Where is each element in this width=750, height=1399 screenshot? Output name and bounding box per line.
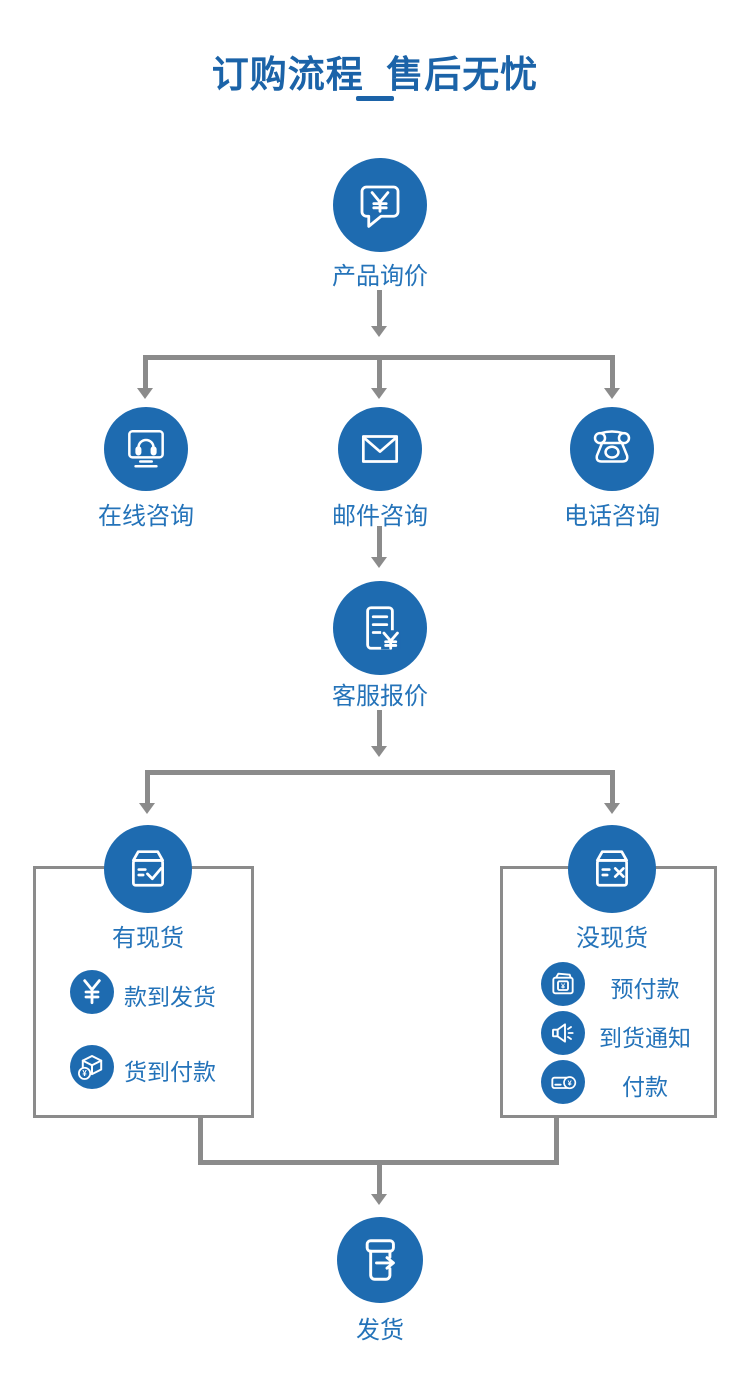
list-item-icon-circle: ¥ (541, 1060, 585, 1104)
node-label-in-stock: 有现货 (112, 925, 184, 952)
node-label-online-consult: 在线咨询 (98, 503, 194, 530)
connector-line (143, 355, 615, 360)
list-item-icon-circle (70, 970, 114, 1014)
node-phone-consult (570, 407, 654, 491)
online-support-icon (128, 430, 164, 468)
connector-line (377, 360, 382, 388)
quote-document-icon (366, 606, 401, 650)
node-label-service-quote: 客服报价 (332, 683, 428, 710)
list-item-label: 付款 (622, 1074, 668, 1100)
connector-line (377, 710, 382, 746)
connector-line (610, 770, 615, 803)
card-yen-icon: ¥ (551, 1076, 577, 1090)
arrow-down-icon (137, 388, 153, 399)
connector-line (145, 770, 150, 803)
list-item-icon-circle: ¥ (70, 1045, 114, 1089)
list-item-label: 货到付款 (124, 1059, 216, 1085)
svg-text:¥: ¥ (561, 981, 566, 990)
loudspeaker-icon (552, 1023, 574, 1043)
node-label-product-inquiry: 产品询价 (332, 263, 428, 290)
package-yen-icon: ¥ (78, 1055, 103, 1080)
svg-text:¥: ¥ (82, 1069, 87, 1078)
arrow-down-icon (371, 746, 387, 757)
node-ship (337, 1217, 423, 1303)
page-title: 订购流程 售后无忧 (211, 54, 539, 95)
connector-line (554, 1118, 559, 1165)
list-item-label: 到货通知 (599, 1025, 691, 1051)
arrow-down-icon (371, 388, 387, 399)
node-service-quote (333, 581, 427, 675)
connector-line (145, 770, 615, 775)
wallet-yen-icon: ¥ (552, 972, 574, 995)
node-out-of-stock (568, 825, 656, 913)
list-item-icon-circle (541, 1011, 585, 1055)
box-arrow-icon (365, 1239, 395, 1281)
node-label-out-of-stock: 没现货 (576, 925, 648, 952)
arrow-down-icon (371, 326, 387, 337)
telephone-icon (593, 430, 631, 463)
list-item-label: 预付款 (610, 976, 680, 1002)
box-cross-icon (596, 850, 628, 887)
connector-line (377, 526, 382, 557)
arrow-down-icon (371, 557, 387, 568)
connector-line (377, 290, 382, 326)
email-icon (361, 435, 399, 463)
chat-yen-icon (360, 185, 400, 228)
svg-text:¥: ¥ (568, 1078, 573, 1087)
connector-line (198, 1118, 203, 1165)
arrow-down-icon (371, 1194, 387, 1205)
connector-line (377, 1160, 382, 1194)
node-online-consult (104, 407, 188, 491)
yen-icon (83, 979, 101, 1005)
list-item-label: 款到发货 (124, 984, 216, 1010)
node-in-stock (104, 825, 192, 913)
node-label-ship: 发货 (356, 1317, 404, 1344)
arrow-down-icon (604, 803, 620, 814)
connector-line (143, 355, 148, 388)
arrow-down-icon (604, 388, 620, 399)
node-label-email-consult: 邮件咨询 (332, 503, 428, 530)
box-check-icon (132, 850, 164, 887)
title-underline (356, 96, 394, 101)
arrow-down-icon (139, 803, 155, 814)
node-email-consult (338, 407, 422, 491)
connector-line (610, 355, 615, 388)
node-product-inquiry (333, 158, 427, 252)
list-item-icon-circle: ¥ (541, 962, 585, 1006)
node-label-phone-consult: 电话咨询 (564, 503, 660, 530)
